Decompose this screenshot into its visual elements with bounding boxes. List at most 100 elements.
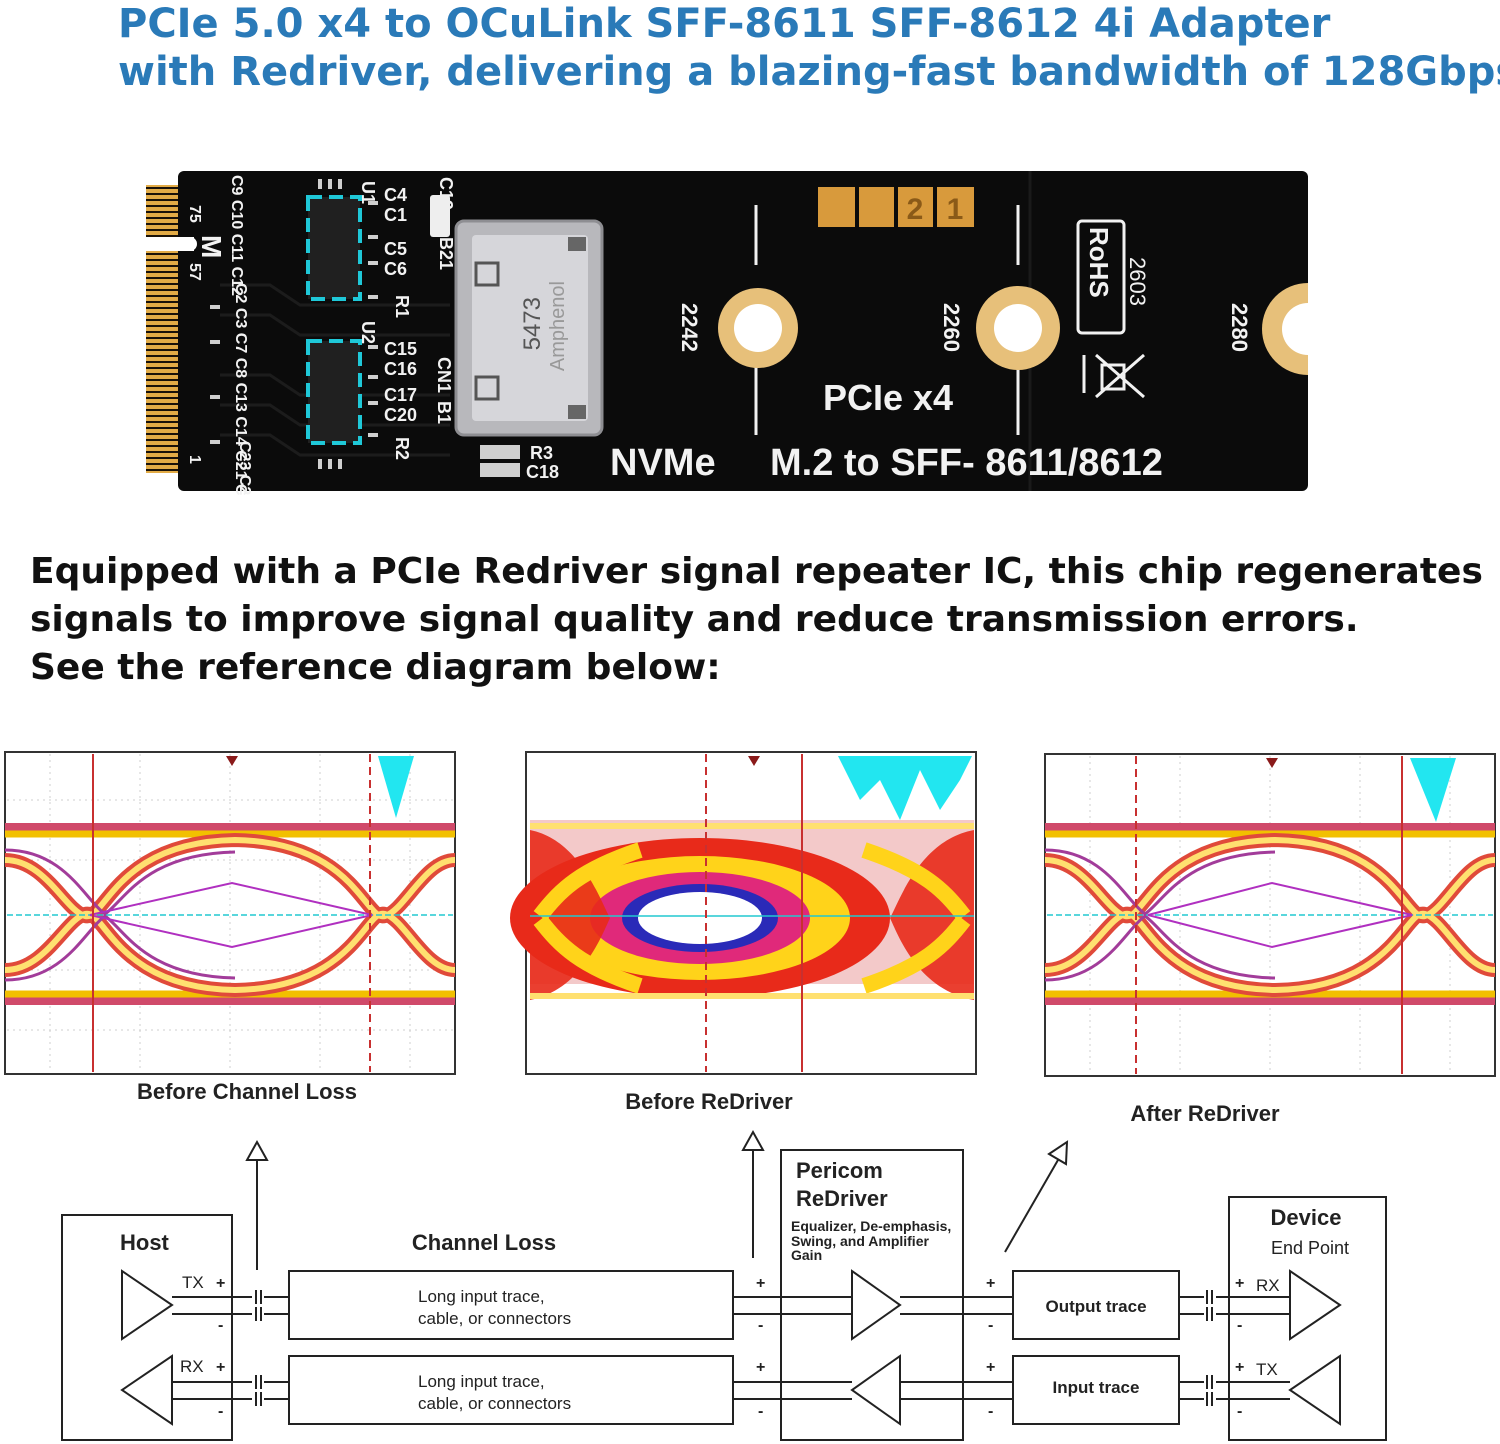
redriver-chip-u2: [306, 339, 362, 445]
chip-u2-label: U2: [358, 321, 378, 344]
description-line-2: signals to improve signal quality and re…: [30, 599, 1359, 640]
hole-2260-label: 2260: [939, 303, 964, 352]
host-tx-minus: -: [218, 1317, 223, 1334]
redriver-out-plus-1: +: [986, 1275, 995, 1292]
redriver-in-plus-2: +: [756, 1359, 765, 1376]
host-tx-driver: [121, 1269, 174, 1341]
date-code: 2603: [1125, 257, 1150, 306]
input-trace-label: Input trace: [1053, 1378, 1140, 1397]
cap-c5: C5: [384, 239, 407, 259]
cap-c16: C16: [384, 359, 417, 379]
eye-panel-before-redriver: [510, 751, 977, 1075]
hole-2242-label: 2242: [677, 303, 702, 352]
device-endpoint-label: End Point: [1271, 1238, 1349, 1258]
b21-label: B21: [436, 237, 456, 270]
redriver-title-2: ReDriver: [796, 1186, 888, 1211]
redriver-out-minus-2: -: [988, 1403, 993, 1420]
res-r1: R1: [392, 295, 412, 318]
redriver-desc-2: Swing, and Amplifier: [791, 1233, 929, 1249]
rohs-label: RoHS: [1084, 227, 1114, 298]
cap-c4: C4: [384, 185, 407, 205]
caps-left-bot: C23 C24 C25 C26: [236, 441, 253, 495]
redriver-out-minus-1: -: [988, 1317, 993, 1334]
silk-pcie-x4: PCIe x4: [823, 377, 953, 418]
redriver-box: [780, 1149, 964, 1441]
redriver-desc-3: Gain: [791, 1247, 822, 1263]
channel-loss-box-2: [288, 1355, 734, 1425]
key-m-label: M: [196, 235, 227, 258]
caps-left-mid: C2 C3 C7 C8 C13 C14 C21 C22: [232, 283, 249, 495]
key-notch: [144, 237, 194, 251]
title-line-2: with Redriver, delivering a blazing-fast…: [118, 49, 1500, 95]
cap-c17: C17: [384, 385, 417, 405]
description-line-1: Equipped with a PCIe Redriver signal rep…: [30, 551, 1483, 592]
caption-before-channel-loss: Before Channel Loss: [137, 1079, 357, 1104]
channel-loss-box-1: [288, 1270, 734, 1340]
description-line-3: See the reference diagram below:: [30, 647, 721, 688]
host-rx-plus: +: [216, 1359, 225, 1376]
caption-before-redriver: Before ReDriver: [625, 1089, 793, 1114]
host-tx-plus: +: [216, 1275, 225, 1292]
trace-1-line-2: cable, or connectors: [418, 1309, 571, 1328]
b1-label: B1: [434, 401, 454, 424]
output-trace-label: Output trace: [1045, 1297, 1146, 1316]
component-c19: [430, 195, 450, 237]
eye-panel-after-redriver: [1045, 753, 1495, 1077]
device-rx-label: RX: [1256, 1276, 1280, 1295]
redriver-reference-diagram: Before Channel Loss Before ReDriver: [0, 751, 1500, 1441]
pad-1-label: 1: [947, 193, 964, 226]
device-rx-plus: +: [1235, 1275, 1244, 1292]
input-trace-box: [1012, 1355, 1180, 1425]
res-r3: R3: [530, 443, 553, 463]
cap-c1: C1: [384, 205, 407, 225]
host-rx-receiver: [120, 1354, 173, 1426]
output-trace-box: [1012, 1270, 1180, 1340]
cap-c18: C18: [526, 462, 559, 482]
host-rx-minus: -: [218, 1403, 223, 1420]
device-rx-receiver: [1289, 1269, 1342, 1341]
redriver-in-minus-1: -: [758, 1317, 763, 1334]
caption-after-redriver: After ReDriver: [1130, 1101, 1280, 1126]
redriver-out-plus-2: +: [986, 1359, 995, 1376]
caps-left-top: C9 C10 C11 C12: [228, 175, 245, 296]
connector-brand: Amphenol: [547, 281, 569, 371]
page-title: PCIe 5.0 x4 to OCuLink SFF-8611 SFF-8612…: [118, 0, 1500, 96]
rohs-mark: [1076, 219, 1126, 335]
gold-fingers-bottom: [146, 251, 180, 473]
device-tx-label: TX: [1256, 1360, 1278, 1379]
redriver-in-minus-2: -: [758, 1403, 763, 1420]
device-rx-minus: -: [1237, 1317, 1242, 1334]
title-line-1: PCIe 5.0 x4 to OCuLink SFF-8611 SFF-8612…: [118, 1, 1331, 47]
pin-75-label: 75: [186, 205, 203, 223]
channel-loss-label: Channel Loss: [412, 1230, 556, 1255]
device-tx-minus: -: [1237, 1403, 1242, 1420]
trace-1-line-1: Long input trace,: [418, 1287, 545, 1306]
host-rx-label: RX: [180, 1357, 204, 1376]
silk-m2-to-sff: M.2 to SFF- 8611/8612: [770, 442, 1163, 484]
weee-icon: [1082, 353, 1145, 399]
cap-c15: C15: [384, 339, 417, 359]
gold-fingers-top: [146, 185, 180, 237]
chip-u1-label: U1: [358, 181, 378, 204]
pad-2-label: 2: [907, 193, 924, 226]
host-box: [61, 1214, 233, 1441]
cap-c6: C6: [384, 259, 407, 279]
host-tx-label: TX: [182, 1273, 204, 1292]
trace-2-line-2: cable, or connectors: [418, 1394, 571, 1413]
eye-panel-before-channel-loss: [5, 751, 455, 1075]
redriver-title-1: Pericom: [796, 1158, 883, 1183]
pin-1-label: 1: [186, 455, 203, 464]
redriver-desc-1: Equalizer, De-emphasis,: [791, 1218, 951, 1234]
connector-part-number: 5473: [519, 297, 546, 350]
cn1-label: CN1: [434, 357, 454, 393]
hole-2280-label: 2280: [1227, 303, 1252, 352]
redriver-amp-rx: [850, 1354, 901, 1426]
device-box: [1228, 1196, 1387, 1441]
trace-2-line-1: Long input trace,: [418, 1372, 545, 1391]
host-label: Host: [120, 1230, 170, 1255]
silk-nvme: NVMe: [610, 442, 716, 484]
redriver-amp-tx: [851, 1269, 902, 1341]
redriver-chip-u1: [306, 195, 362, 301]
redriver-in-plus-1: +: [756, 1275, 765, 1292]
device-label: Device: [1271, 1205, 1342, 1230]
